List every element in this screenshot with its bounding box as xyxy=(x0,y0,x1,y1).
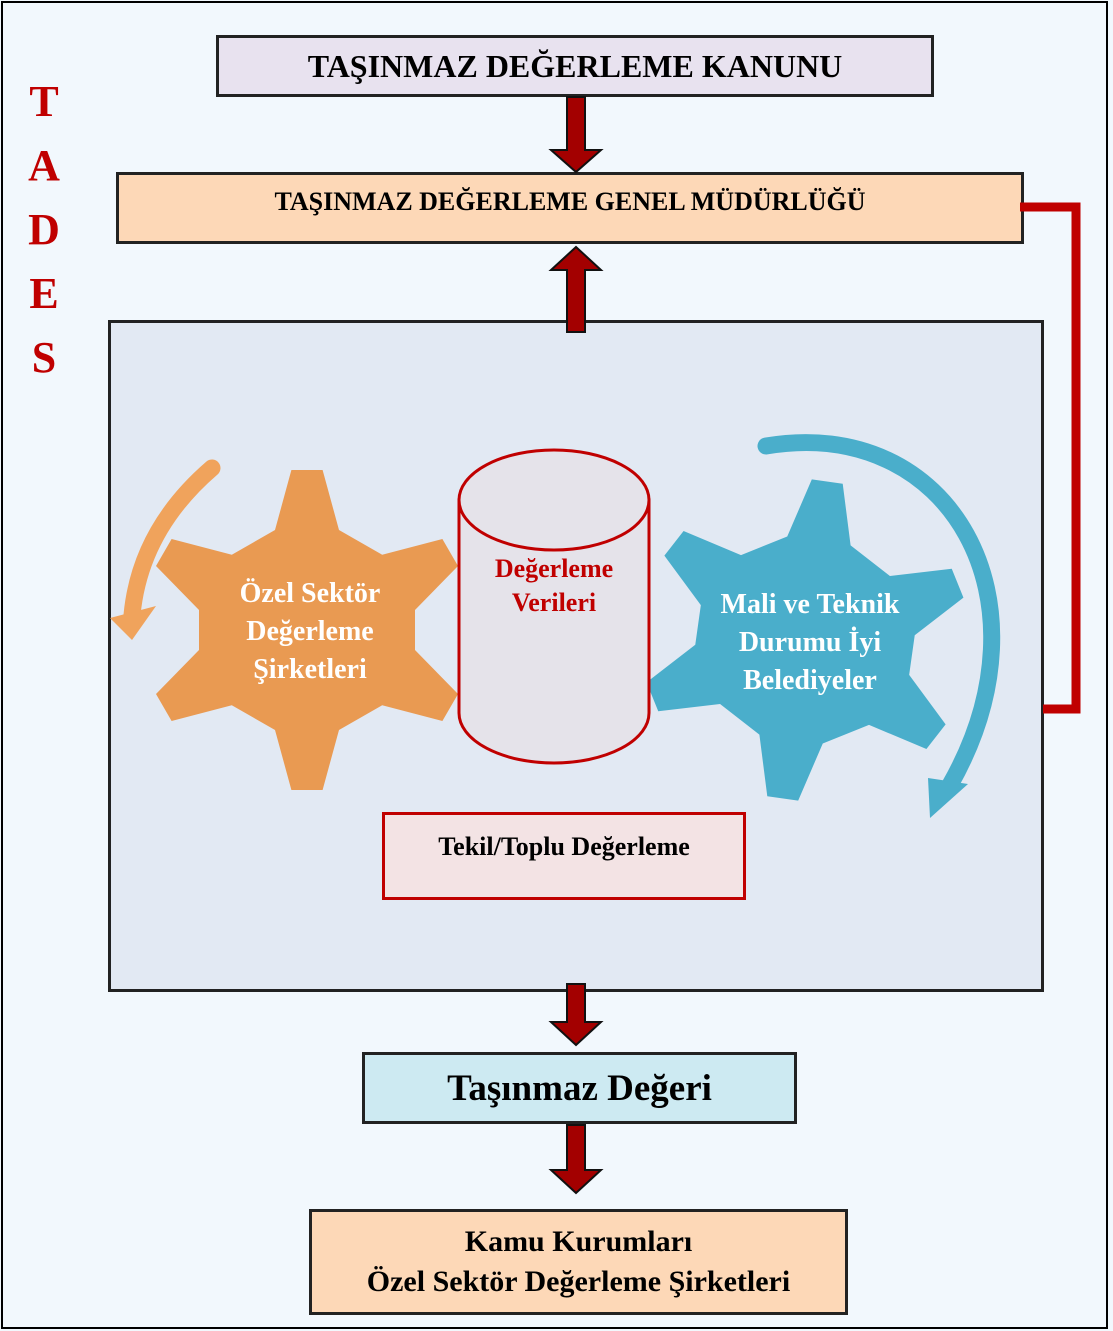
arrow-down-icon xyxy=(548,983,604,1047)
gear-label-line: Durumu İyi xyxy=(738,627,882,658)
rotation-arrow-head-icon xyxy=(110,606,156,640)
degerleme-verileri-cylinder-icon xyxy=(457,448,651,765)
kanun-label: TAŞINMAZ DEĞERLEME KANUNU xyxy=(307,47,843,84)
arrow-down-icon xyxy=(548,1124,604,1195)
tasinmaz-degeri-label: Taşınmaz Değeri xyxy=(447,1067,712,1109)
kanun-box: TAŞINMAZ DEĞERLEME KANUNU xyxy=(216,35,934,97)
rotation-arrow-icon xyxy=(757,434,1001,794)
belediyeler-gear-label: Mali ve Teknik Durumu İyi Belediyeler xyxy=(680,586,940,700)
kamu-kurumlari-box: Kamu Kurumları Özel Sektör Değerleme Şir… xyxy=(309,1209,848,1315)
feedback-connector xyxy=(1020,202,1081,714)
rotation-arrow-icon xyxy=(123,459,221,624)
arrow-down-icon xyxy=(548,96,604,174)
arrow-up-icon xyxy=(548,245,604,333)
gear-label-line: Özel Sektör xyxy=(239,578,381,609)
gear-label-line: Mali ve Teknik xyxy=(720,589,900,620)
gear-label-line: Değerleme xyxy=(246,616,374,647)
side-letter: E xyxy=(29,269,59,318)
genel-mudurluk-box: TAŞINMAZ DEĞERLEME GENEL MÜDÜRLÜĞÜ xyxy=(116,172,1024,244)
tasinmaz-degeri-box: Taşınmaz Değeri xyxy=(362,1052,797,1124)
side-letter: S xyxy=(31,333,57,382)
side-letter: D xyxy=(28,205,60,254)
gear-label-line: Şirketleri xyxy=(253,654,367,685)
ozel-sektor-sirketleri-label: Özel Sektör Değerleme Şirketleri xyxy=(366,1265,791,1298)
kamu-kurumlari-label: Kamu Kurumları xyxy=(464,1225,693,1258)
side-letter: T xyxy=(29,77,59,126)
genel-mudurluk-label: TAŞINMAZ DEĞERLEME GENEL MÜDÜRLÜĞÜ xyxy=(274,187,866,216)
cylinder-label-line: Değerleme xyxy=(494,554,614,583)
degerleme-verileri-label: Değerleme Verileri xyxy=(459,552,649,620)
side-letter: A xyxy=(28,141,60,190)
rotation-arrow-head-icon xyxy=(928,778,968,818)
tekil-toplu-box: Tekil/Toplu Değerleme xyxy=(382,812,746,900)
cylinder-label-line: Verileri xyxy=(511,588,597,617)
ozel-sektor-gear-label: Özel Sektör Değerleme Şirketleri xyxy=(200,575,420,689)
tekil-toplu-label: Tekil/Toplu Değerleme xyxy=(438,832,690,861)
side-label-tades: T A D E S xyxy=(22,70,66,390)
gear-label-line: Belediyeler xyxy=(743,665,877,696)
